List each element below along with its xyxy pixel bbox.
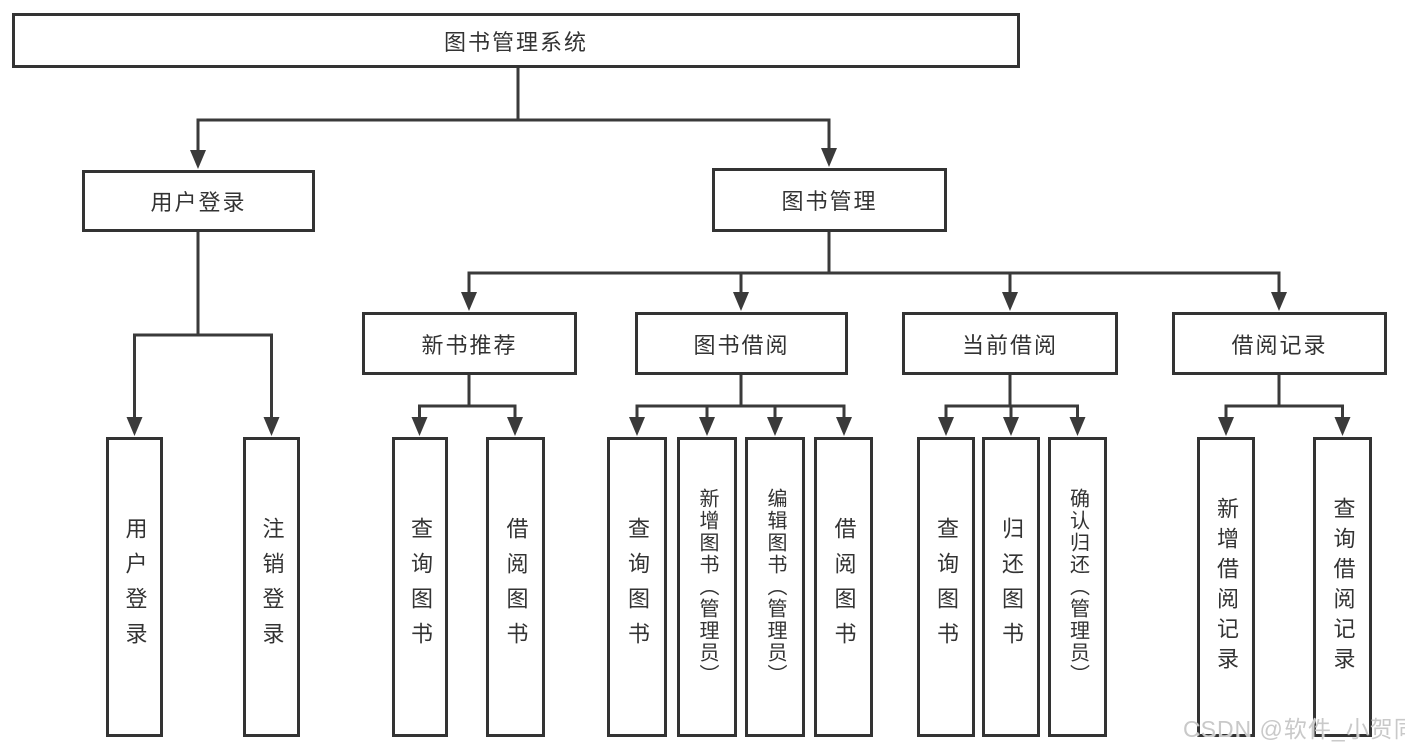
node-label: 编辑图书（管理员） [764,488,786,686]
node-label: 图书借阅 [693,332,790,358]
leaf-query-books-borrowing: 查询图书 [607,437,667,737]
node-label: 确认归还（管理员） [1066,488,1089,686]
node-root-library-system: 图书管理系统 [12,13,1020,68]
node-label: 新增图书（管理员） [696,488,718,686]
node-label: 查询借阅记录 [1330,497,1356,677]
leaf-add-book-admin: 新增图书（管理员） [677,437,737,737]
node-label: 图书管理系统 [443,29,588,55]
node-label: 归还图书 [999,517,1024,657]
node-label: 用户登录 [150,190,247,215]
node-label: 新增借阅记录 [1214,497,1239,677]
node-label: 查询图书 [408,517,433,657]
node-current-borrowing: 当前借阅 [902,312,1118,375]
node-book-borrowing: 图书借阅 [635,312,848,375]
leaf-add-borrow-record: 新增借阅记录 [1197,437,1255,737]
leaf-return-book: 归还图书 [982,437,1040,737]
arrowheads [126,148,1351,436]
leaf-user-login: 用户登录 [106,437,163,737]
node-book-management: 图书管理 [712,168,947,232]
leaf-logout: 注销登录 [243,437,300,737]
node-label: 注销登录 [259,517,285,657]
node-new-book-recommend: 新书推荐 [362,312,577,375]
node-label: 当前借阅 [961,332,1058,358]
node-label: 借阅图书 [503,517,529,657]
node-borrow-records: 借阅记录 [1172,312,1387,375]
node-user-login: 用户登录 [82,170,315,232]
leaf-query-borrow-record: 查询借阅记录 [1313,437,1372,737]
leaf-query-books-current: 查询图书 [917,437,975,737]
node-label: 新书推荐 [421,332,518,358]
leaf-borrow-books-borrowing: 借阅图书 [814,437,873,737]
leaf-query-books-recommend: 查询图书 [392,437,448,737]
node-label: 借阅记录 [1231,332,1328,358]
node-label: 用户登录 [122,517,148,657]
node-label: 查询图书 [934,517,959,657]
leaf-edit-book-admin: 编辑图书（管理员） [745,437,805,737]
node-label: 借阅图书 [831,517,857,657]
node-label: 图书管理 [781,189,878,214]
leaf-borrow-books-recommend: 借阅图书 [486,437,545,737]
leaf-confirm-return-admin: 确认归还（管理员） [1048,437,1107,737]
node-label: 查询图书 [625,517,650,657]
csdn-watermark: CSDN @软件_小贺同学 [1183,716,1405,742]
